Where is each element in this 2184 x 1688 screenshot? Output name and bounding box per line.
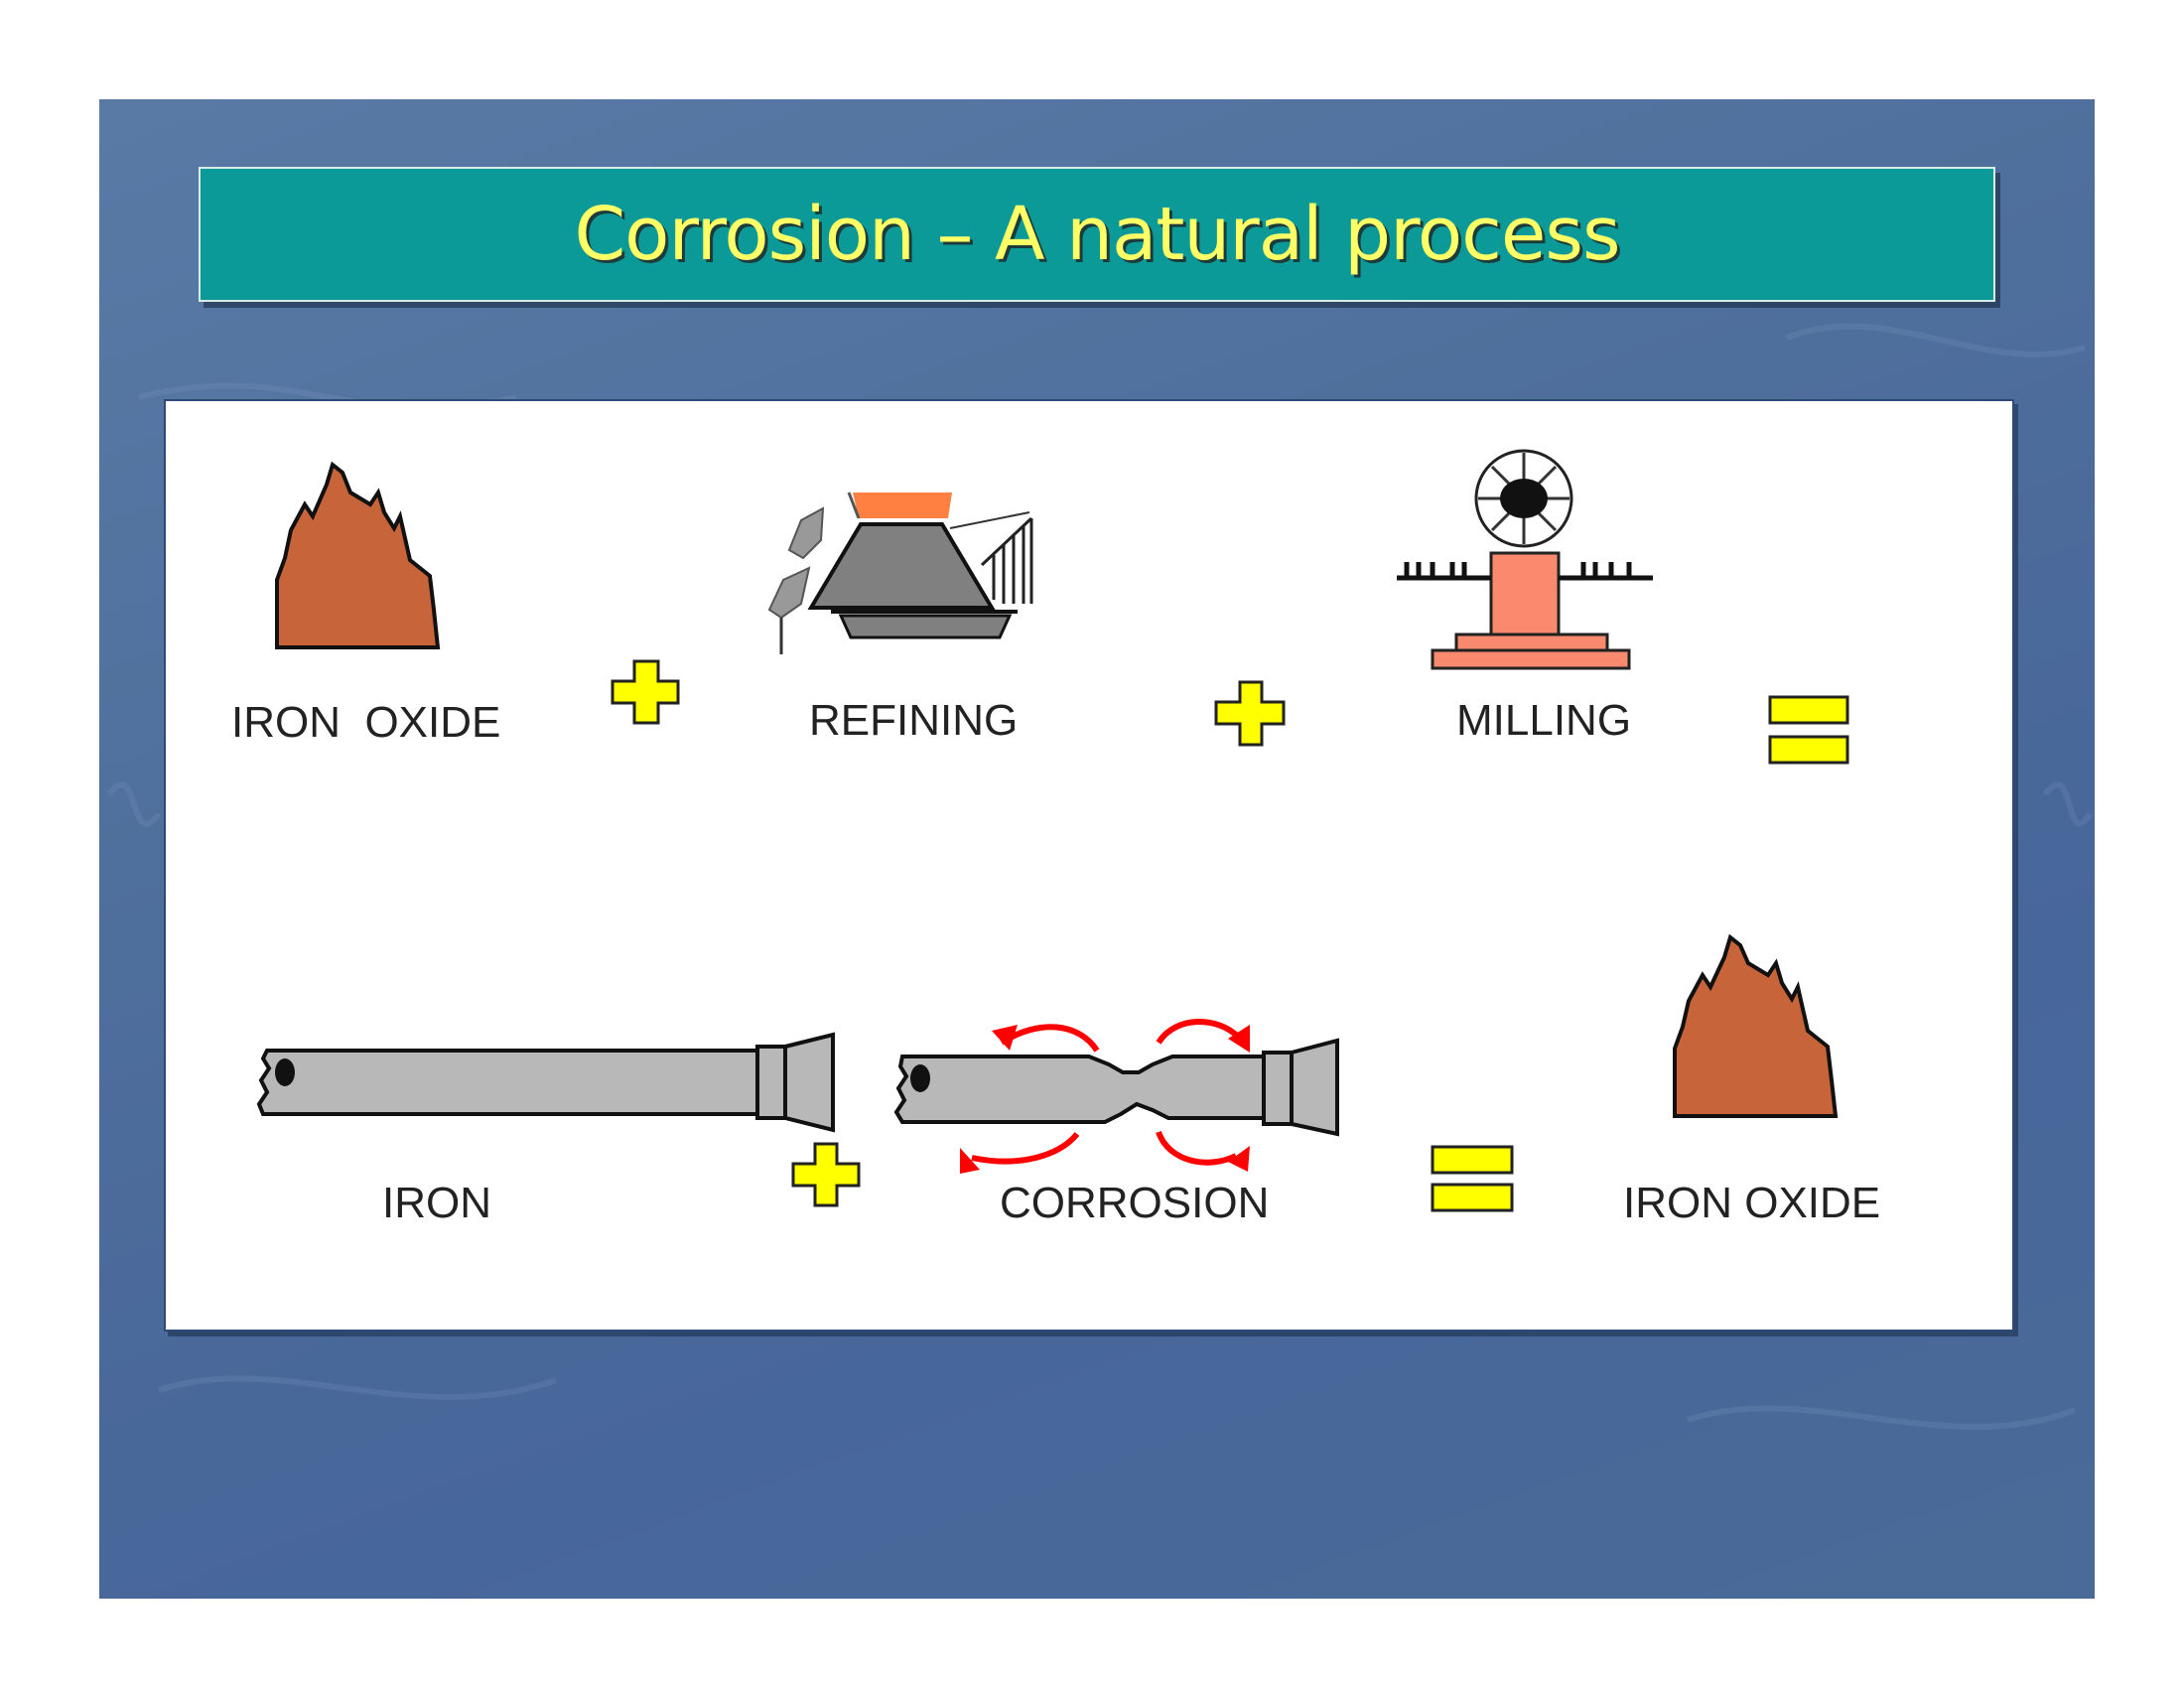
diagram-canvas [256,449,1849,1212]
milling-label: MILLING [1456,696,1632,745]
ore-pile-icon [1673,933,1839,1118]
iron-oxide-result-label: IRON OXIDE [1623,1179,1881,1227]
iron-oxide-label: IRON OXIDE [231,698,501,747]
iron-pipe-icon [256,1032,835,1133]
corroding-pipe-icon [893,1019,1339,1174]
refining-label: REFINING [809,696,1019,745]
plus-icon [611,659,680,725]
iron-label: IRON [382,1179,491,1227]
plus-icon [791,1142,861,1207]
furnace-icon [767,492,1033,654]
slide: Corrosion – A natural process [99,99,2095,1599]
corrosion-label: CORROSION [1000,1179,1270,1227]
equals-icon [1768,695,1849,765]
equals-icon [1431,1145,1514,1212]
slide-title: Corrosion – A natural process [574,192,1621,277]
diagram-panel: IRON OXIDE REFINING MILLING IRON CORROSI… [164,399,2014,1332]
rolling-mill-icon [1397,449,1653,670]
title-box: Corrosion – A natural process [199,167,1995,302]
plus-icon [1214,680,1286,747]
ore-pile-icon [275,461,441,649]
